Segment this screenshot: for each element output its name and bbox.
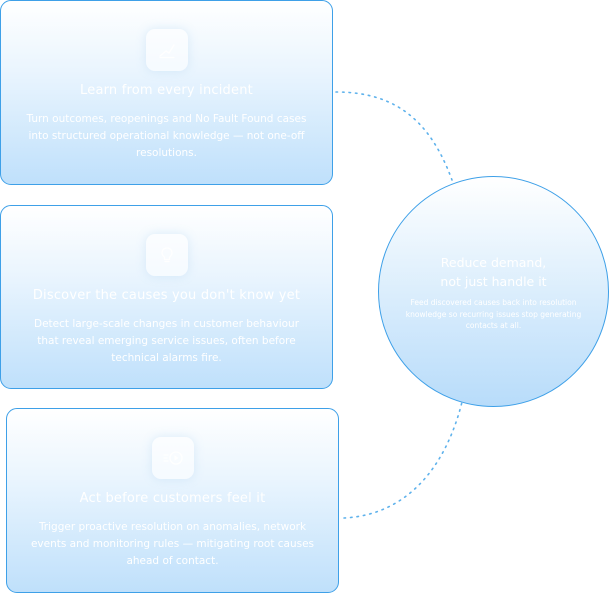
- card-discover-causes: Discover the causes you don't know yet D…: [0, 205, 333, 389]
- connector-top: [335, 91, 453, 181]
- card-title: Learn from every incident: [80, 83, 253, 98]
- card-act-before-customers: Act before customers feel it Trigger pro…: [6, 408, 339, 593]
- connector-bottom: [343, 401, 463, 519]
- card-description: Turn outcomes, reopenings and No Fault F…: [26, 113, 307, 159]
- card-title: Act before customers feel it: [79, 491, 266, 506]
- card-description: Trigger proactive resolution on anomalie…: [30, 521, 315, 567]
- hub-description: Feed discovered causes back into resolut…: [405, 298, 582, 330]
- play-signal-icon: [151, 437, 194, 479]
- chart-trend-icon: [145, 29, 188, 71]
- hub-title-line2: not just handle it: [440, 274, 547, 289]
- hub-circle-reduce-demand: Reduce demand, not just handle it Feed d…: [378, 176, 609, 407]
- card-description: Detect large-scale changes in customer b…: [33, 318, 300, 364]
- card-title: Discover the causes you don't know yet: [32, 288, 301, 303]
- lightbulb-icon: [145, 234, 188, 276]
- hub-title-line1: Reduce demand,: [440, 255, 547, 270]
- card-learn-from-incident: Learn from every incident Turn outcomes,…: [0, 0, 333, 185]
- hub-title: Reduce demand, not just handle it: [409, 253, 578, 291]
